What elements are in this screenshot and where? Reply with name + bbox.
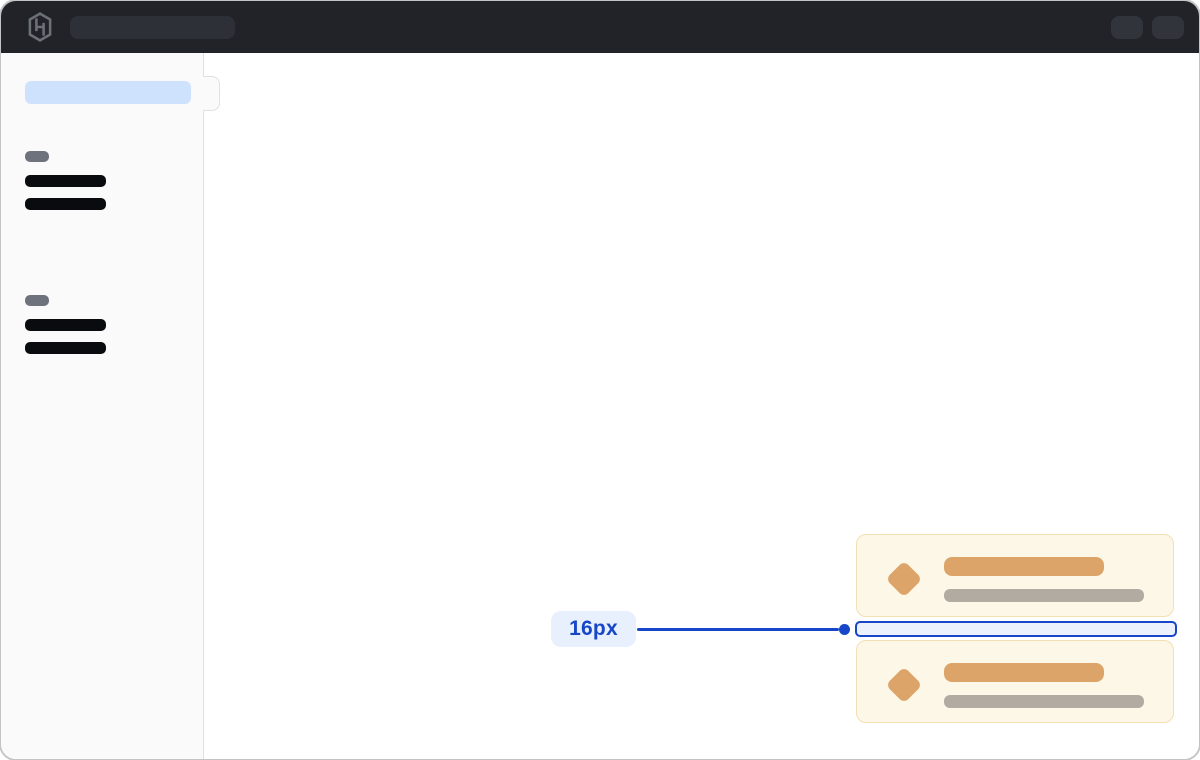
annotation-dot <box>839 624 850 635</box>
warning-diamond-icon <box>885 560 923 598</box>
sidebar-section-heading-placeholder <box>25 151 49 162</box>
toast-card <box>856 640 1174 723</box>
help-button-placeholder[interactable] <box>1111 16 1143 39</box>
toast-title-placeholder <box>944 557 1104 576</box>
sidebar-item-placeholder[interactable] <box>25 198 106 210</box>
sidebar-item-placeholder[interactable] <box>25 175 106 187</box>
toast-card <box>856 534 1174 617</box>
sidebar-collapse-handle[interactable] <box>203 76 220 111</box>
warning-diamond-icon <box>885 666 923 704</box>
top-nav-bar <box>1 1 1199 53</box>
user-menu-placeholder[interactable] <box>1152 16 1184 39</box>
topbar-actions <box>1111 16 1184 39</box>
toast-body-placeholder <box>944 695 1144 708</box>
toast-body-placeholder <box>944 589 1144 602</box>
sidebar <box>1 53 220 759</box>
hashicorp-logo-icon[interactable] <box>25 12 55 42</box>
sidebar-item-placeholder[interactable] <box>25 319 106 331</box>
spacing-highlight-rect <box>855 621 1177 637</box>
spacing-label: 16px <box>551 611 636 647</box>
toast-title-placeholder <box>944 663 1104 682</box>
sidebar-active-item[interactable] <box>25 81 191 104</box>
search-input-placeholder[interactable] <box>70 16 235 39</box>
sidebar-section-heading-placeholder <box>25 295 49 306</box>
annotation-leader-line <box>637 628 839 631</box>
sidebar-item-placeholder[interactable] <box>25 342 106 354</box>
